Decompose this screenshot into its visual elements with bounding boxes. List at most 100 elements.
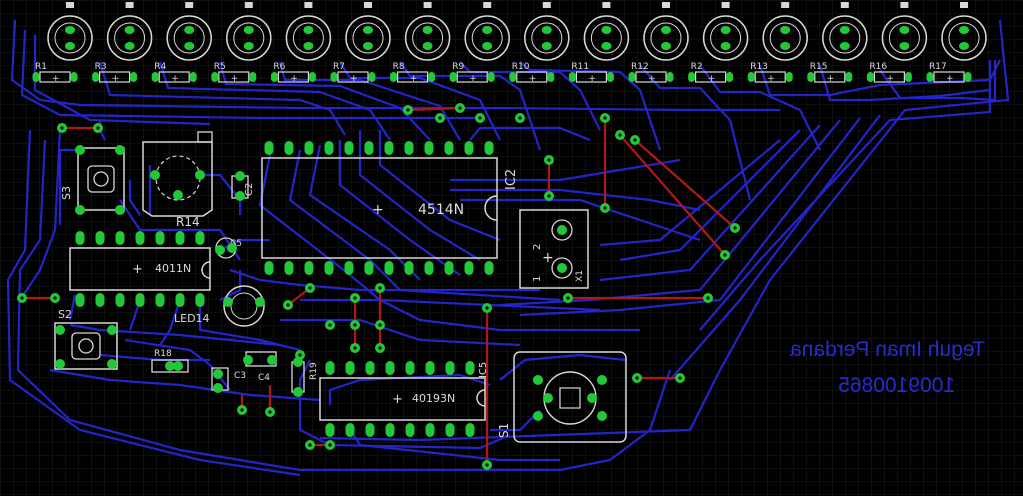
resistor-body [158,71,190,83]
led-lens [650,22,682,54]
resistor-pad-right [666,72,674,82]
switch-s2-body [54,322,118,370]
resistor-body [39,71,71,83]
ic-40193n-pins [325,361,475,437]
led-lens [173,22,205,54]
led-lens [54,22,86,54]
led-lens [590,22,622,54]
pads-and-vias [17,103,740,470]
component-pad [587,393,597,403]
resistor-label: R10 [512,62,530,72]
led-outline [702,15,749,61]
resistor-body [635,71,667,83]
res-r18-body [151,359,189,373]
resistor-pad-right [308,72,316,82]
ic-4514n-top-pin [364,141,374,155]
led-lens [531,22,563,54]
resistor-body [337,71,369,83]
resistor-label: R11 [571,62,589,72]
led-flat-mark [66,2,74,8]
component-pad [597,411,607,421]
via-hole [485,306,489,310]
ic-4514n-pins [264,141,494,275]
ic-4011n-top-pin [135,231,145,245]
led-outline [47,15,93,61]
switch-s3-ref: S3 [60,186,73,200]
resistor-label: R16 [869,62,887,72]
led14-ref: LED14 [174,312,210,325]
resistor-plus-mark: + [886,74,894,84]
led-cathode-pad [720,42,731,50]
led-cathode-pad [243,42,254,50]
resistor-label: R15 [810,62,828,72]
resistor-body [218,71,250,83]
resistor-label: R13 [750,62,768,72]
ic-4011n-bottom-pin [195,293,205,307]
led-anode-pad [303,26,314,34]
led-anode-pad [601,26,612,34]
ic-4514n-bottom-pin [404,261,414,275]
led-cathode-pad [899,42,910,50]
led-outline [226,15,272,61]
ic-4011n: 4011N + [69,231,211,307]
led-flat-mark [542,2,551,8]
resistor-pad-right [249,72,257,82]
led-lens [829,22,861,54]
resistor-pad-left [330,72,338,82]
ic-4514n-top-pin [464,141,474,155]
resistor-body [694,71,727,83]
ic-4514n: 4514N IC2 + [261,141,519,275]
resistor-plus-mark: + [708,74,716,84]
led-outline [583,15,630,61]
component-pad [75,145,85,155]
terminal-x1: 2 1 X1 + [519,209,589,289]
ic-40193n-top-pin [425,361,435,375]
led-flat-mark [244,2,253,8]
led-cathode-pad [124,42,135,50]
terminal-x1-screw-2 [551,257,573,279]
terminal-x1-ref: X1 [575,270,585,282]
led-anode-pad [720,26,731,34]
led-cathode-pad [65,42,75,50]
credits-block: Teguh Iman Perdana 1009100865 [790,338,985,397]
switch-s3: S3 [60,147,125,211]
ic-40193n-bottom-pin [365,423,375,437]
via-hole [308,443,312,447]
component-pad [235,191,245,201]
ic-4514n-top-pin [344,141,354,155]
via-hole [378,346,382,350]
led-resistor-row: R1+R3+R4+R5+R6+R7+R8+R9+R10+R11+R12+R2+R… [32,2,987,84]
led-outline [524,15,570,61]
component-pad [267,355,277,365]
via-hole [268,410,272,414]
component-pad [533,411,543,421]
led-lens [888,22,920,54]
ic-4514n-bottom-pin [284,261,294,275]
via-hole [20,296,24,300]
via-hole [618,133,622,137]
resistor-body [575,71,608,83]
led-lens [352,22,384,54]
switch-s1-body [513,351,627,443]
ic-40193n-top-pin [405,361,415,375]
component-pad [213,383,223,393]
ic-4514n-body [261,157,498,259]
resistor-pad-right [487,72,495,82]
resistor-label: R17 [929,62,947,72]
ic-4011n-top-pin [95,231,105,245]
resistor-pad-left [151,72,159,82]
switch-s1-center [559,387,581,409]
component-pad [243,355,253,365]
ic-4011n-bottom-pin [155,293,165,307]
terminal-x1-pin1: 1 [532,276,543,282]
component-pad [557,225,567,235]
component-pad [55,325,65,335]
component-pad [293,387,303,397]
led-anode-pad [780,26,791,34]
ic-4514n-bottom-pin [264,261,274,275]
ic-4514n-top-pin [284,141,294,155]
res-r19-ref: R19 [309,362,319,380]
component-pad [173,361,183,371]
led-cathode-pad [839,42,850,50]
led-anode-pad [899,26,910,34]
